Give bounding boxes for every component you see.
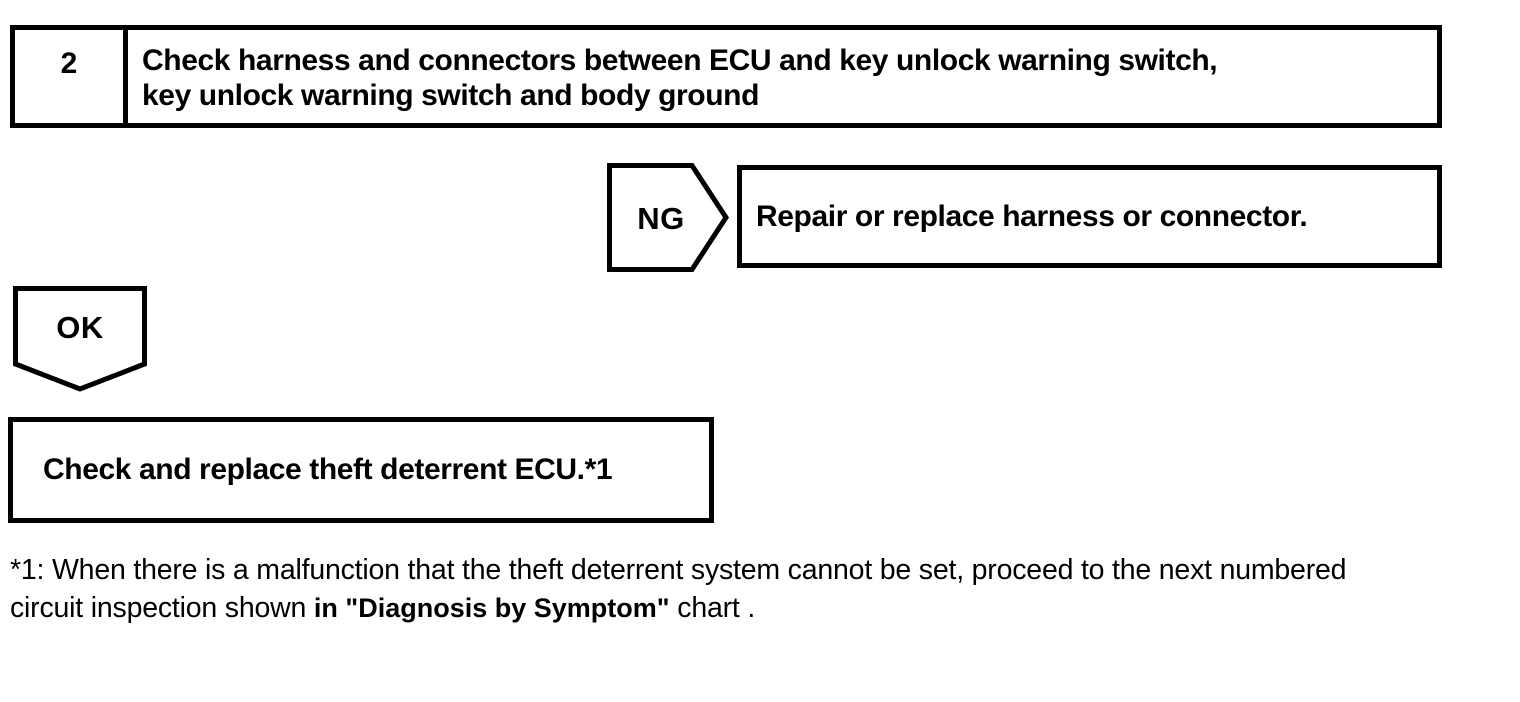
ok-connector: OK [13, 286, 147, 392]
footnote-line2: circuit inspection shown in "Diagnosis b… [10, 589, 1490, 627]
ok-result-box: Check and replace theft deterrent ECU.*1 [8, 417, 714, 523]
footnote-line2-suffix: chart . [669, 592, 756, 624]
step-title-line2: key unlock warning switch and body groun… [142, 79, 759, 112]
footnote: *1: When there is a malfunction that the… [10, 551, 1490, 627]
ng-connector: NG [607, 163, 729, 272]
ok-label: OK [56, 310, 104, 345]
ng-pentagon-shape [607, 163, 729, 272]
ng-result-text: Repair or replace harness or connector. [756, 199, 1308, 233]
step-title-line1: Check harness and connectors between ECU… [142, 44, 1218, 77]
ng-label: NG [637, 201, 685, 236]
step-title: Check harness and connectors between ECU… [128, 30, 1227, 123]
footnote-line1: *1: When there is a malfunction that the… [10, 554, 1347, 586]
footnote-line2-prefix: circuit inspection shown [10, 592, 314, 624]
footnote-diagnosis-by-symptom-ref: in "Diagnosis by Symptom" [313, 593, 670, 623]
step-number: 2 [15, 30, 128, 123]
ok-result-text: Check and replace theft deterrent ECU.*1 [43, 453, 613, 486]
ng-result-box: Repair or replace harness or connector. [737, 165, 1442, 268]
step-box: 2 Check harness and connectors between E… [10, 25, 1442, 128]
ok-pentagon-shape [13, 286, 147, 392]
